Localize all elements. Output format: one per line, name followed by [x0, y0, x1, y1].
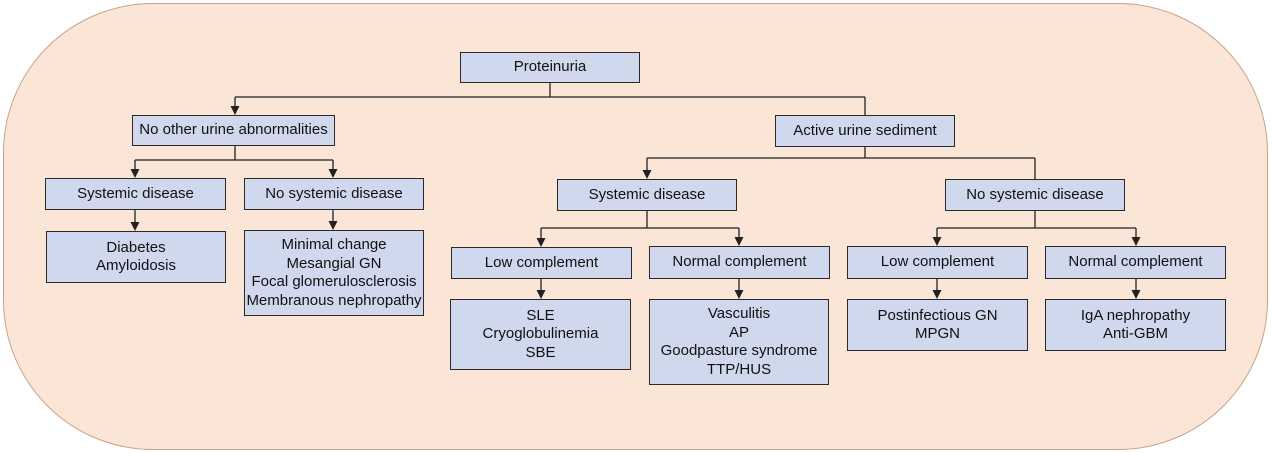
node-diseases-iga-group: IgA nephropathy Anti-GBM: [1045, 299, 1226, 351]
node-active-urine-sediment: Active urine sediment: [775, 115, 955, 147]
item: TTP/HUS: [706, 360, 772, 378]
node-no-other-urine-abnormalities: No other urine abnormalities: [132, 115, 335, 146]
node-diseases-postinfectious-group: Postinfectious GN MPGN: [847, 299, 1028, 351]
node-low-complement-systemic: Low complement: [451, 247, 632, 279]
node-diseases-diabetes-amyloidosis: Diabetes Amyloidosis: [46, 231, 226, 283]
item: SLE: [526, 306, 555, 324]
item: Anti-GBM: [1102, 325, 1168, 342]
item: Membranous nephropathy: [246, 291, 422, 309]
node-diseases-vasculitis-group: Vasculitis AP Goodpasture syndrome TTP/H…: [649, 299, 829, 385]
item: Minimal change: [281, 236, 387, 253]
node-diseases-sle-group: SLE Cryoglobulinemia SBE: [450, 299, 631, 370]
node-no-systemic-disease-right: No systemic disease: [945, 179, 1125, 211]
node-normal-complement-nonsystemic: Normal complement: [1045, 246, 1226, 279]
item: Goodpasture syndrome: [660, 342, 818, 359]
node-no-systemic-disease-left: No systemic disease: [244, 178, 424, 210]
item: Vasculitis: [707, 305, 771, 322]
item: Diabetes: [106, 238, 166, 256]
item: Mesangial GN: [286, 254, 382, 272]
item: Postinfectious GN: [877, 306, 998, 324]
item: AP: [728, 323, 749, 341]
item: IgA nephropathy: [1080, 306, 1191, 324]
node-systemic-disease-right: Systemic disease: [557, 179, 737, 211]
item: MPGN: [915, 325, 960, 342]
item: SBE: [525, 343, 556, 361]
item: Amyloidosis: [95, 257, 177, 274]
node-normal-complement-systemic: Normal complement: [649, 246, 830, 279]
item: Focal glomerulosclerosis: [251, 273, 417, 290]
node-diseases-minimal-change-group: Minimal change Mesangial GN Focal glomer…: [244, 230, 424, 316]
node-proteinuria: Proteinuria: [460, 52, 640, 83]
item: Cryoglobulinemia: [482, 325, 599, 343]
node-low-complement-nonsystemic: Low complement: [847, 246, 1028, 279]
node-systemic-disease-left: Systemic disease: [45, 178, 226, 210]
